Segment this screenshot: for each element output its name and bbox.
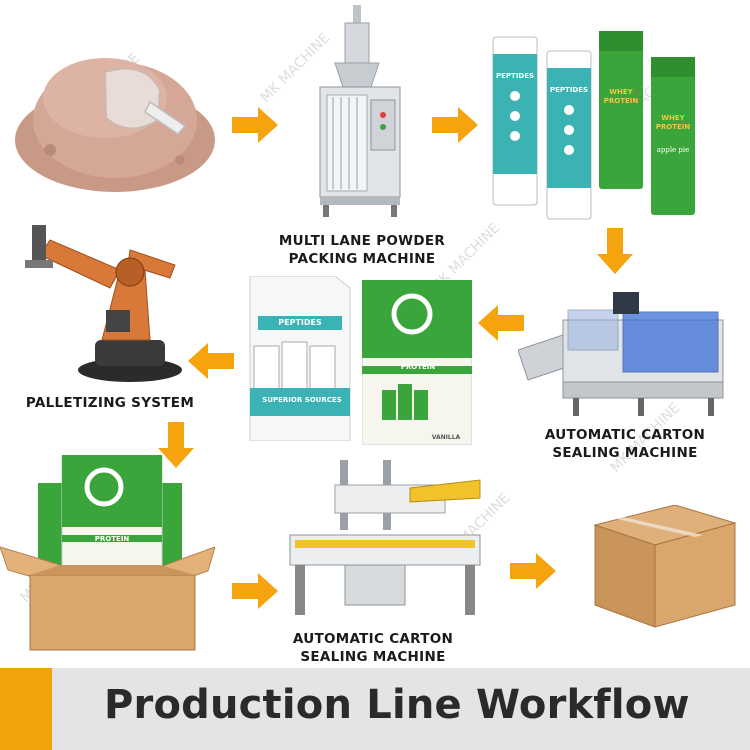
packing-machine-label: MULTI LANE POWDER PACKING MACHINE bbox=[262, 232, 462, 268]
sachet-flavor: apple pie bbox=[656, 146, 690, 154]
tape-sealing-machine-image bbox=[289, 460, 481, 615]
cartoning-machine-image bbox=[518, 292, 724, 416]
label-line: AUTOMATIC CARTON bbox=[544, 427, 706, 443]
packing-machine-image bbox=[319, 5, 401, 217]
box-title: PROTEIN bbox=[94, 535, 130, 543]
sachets-group: PEPTIDES PEPTIDES WHEY PROTEIN WHEY PROT… bbox=[492, 28, 702, 220]
open-carton-image bbox=[0, 455, 215, 651]
sachet-label: PEPTIDES bbox=[496, 72, 535, 80]
footer-banner: Production Line Workflow bbox=[0, 668, 750, 750]
packed-carton-group: PROTEIN bbox=[0, 455, 215, 655]
sachet-image bbox=[492, 36, 538, 206]
sachet-label: WHEY PROTEIN bbox=[603, 88, 639, 105]
arrow-down-icon bbox=[158, 422, 194, 468]
peptides-box-image bbox=[249, 276, 351, 441]
box-flavor: VANILLA bbox=[431, 434, 461, 441]
sachet-image bbox=[599, 31, 643, 189]
arrow-right-icon bbox=[232, 107, 278, 143]
label-line: PACKING MACHINE bbox=[288, 251, 436, 267]
arrow-right-icon bbox=[510, 553, 556, 589]
sealed-carton-image bbox=[593, 505, 737, 628]
sachet-image bbox=[651, 57, 695, 215]
page-title: Production Line Workflow bbox=[104, 682, 690, 728]
footer-accent-bar bbox=[0, 668, 52, 750]
label-line: MULTI LANE POWDER bbox=[278, 233, 446, 249]
arrow-right-icon bbox=[432, 107, 478, 143]
palletizing-system-label: PALLETIZING SYSTEM bbox=[25, 395, 195, 411]
retail-boxes-group: PEPTIDES SUPERIOR SOURCES PROTEIN VANILL… bbox=[240, 276, 472, 445]
sachet-label: PEPTIDES bbox=[550, 86, 589, 94]
tape-sealing-machine-label: AUTOMATIC CARTON SEALING MACHINE bbox=[268, 630, 478, 666]
box-title: PROTEIN bbox=[400, 363, 436, 371]
protein-powder-image bbox=[15, 58, 215, 192]
label-line: SEALING MACHINE bbox=[300, 649, 446, 665]
arrow-left-icon bbox=[478, 305, 524, 341]
cartoning-machine-label: AUTOMATIC CARTON SEALING MACHINE bbox=[520, 426, 730, 462]
box-title: PEPTIDES bbox=[278, 318, 322, 327]
label-line: AUTOMATIC CARTON bbox=[292, 631, 454, 647]
sachet-image bbox=[546, 50, 592, 220]
palletizing-robot-image bbox=[25, 225, 182, 382]
label-line: SEALING MACHINE bbox=[552, 445, 698, 461]
sachet-label: WHEY PROTEIN bbox=[655, 114, 691, 131]
arrow-right-icon bbox=[232, 573, 278, 609]
box-band: SUPERIOR SOURCES bbox=[262, 396, 342, 404]
protein-box-image bbox=[362, 280, 472, 445]
arrow-down-icon bbox=[597, 228, 633, 274]
arrow-left-icon bbox=[188, 343, 234, 379]
